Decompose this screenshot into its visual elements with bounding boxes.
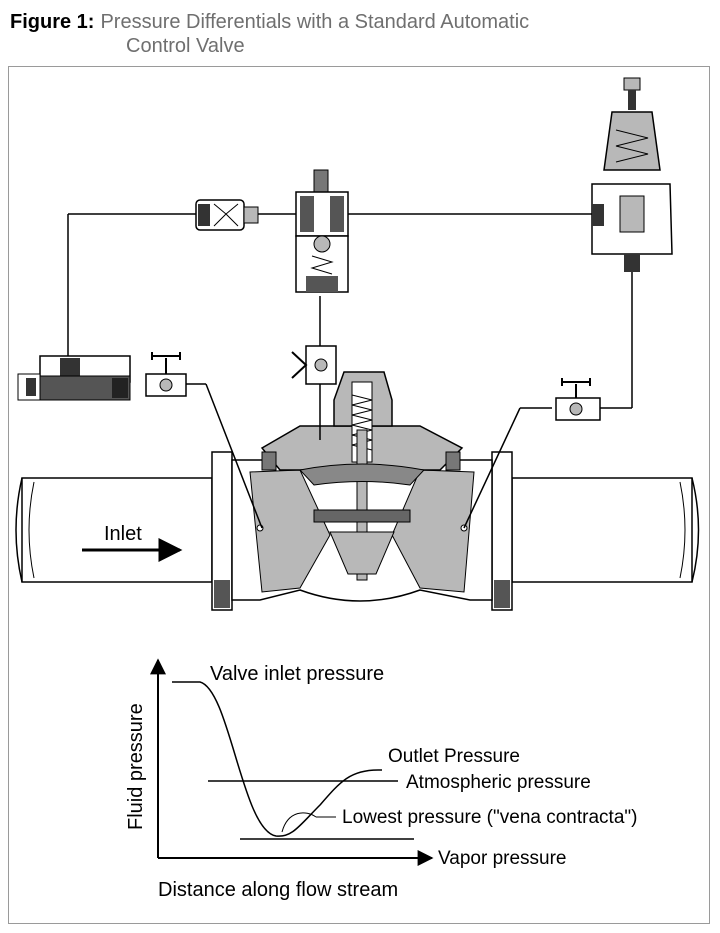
pilot-valve-center — [295, 169, 349, 293]
flow-control-fitting — [195, 199, 259, 231]
figure-title-line-2: Control Valve — [126, 35, 245, 57]
vapor-pressure-label: Vapor pressure — [438, 848, 567, 869]
atmospheric-pressure-label: Atmospheric pressure — [406, 772, 591, 793]
figure-number: Figure 1: — [10, 11, 95, 33]
pilot-tubing — [67, 213, 633, 529]
figure-frame — [8, 66, 710, 924]
pressure-curve — [172, 681, 382, 837]
ball-valve-right — [555, 378, 601, 421]
inlet-label: Inlet — [104, 523, 142, 545]
ball-valve-left — [145, 352, 187, 397]
graph-x-label: Distance along flow stream — [158, 879, 398, 901]
main-valve — [211, 371, 513, 611]
pipeline — [15, 477, 700, 583]
strainer-block — [17, 355, 131, 401]
graph-y-label: Fluid pressure — [125, 703, 147, 830]
ball-valve-center — [291, 345, 337, 385]
lowest-pressure-label: Lowest pressure ("vena contracta") — [342, 807, 637, 828]
valve-inlet-pressure-label: Valve inlet pressure — [210, 663, 384, 685]
figure-title: Figure 1:Pressure Differentials with a S… — [10, 10, 710, 58]
figure-title-line-1: Pressure Differentials with a Standard A… — [100, 11, 530, 33]
pressure-reducing-pilot — [591, 77, 673, 272]
vena-contracta-leader — [281, 812, 317, 833]
outlet-pressure-label: Outlet Pressure — [388, 746, 520, 767]
pressure-profile-graph: Valve inlet pressure Outlet Pressure Atm… — [125, 658, 637, 901]
